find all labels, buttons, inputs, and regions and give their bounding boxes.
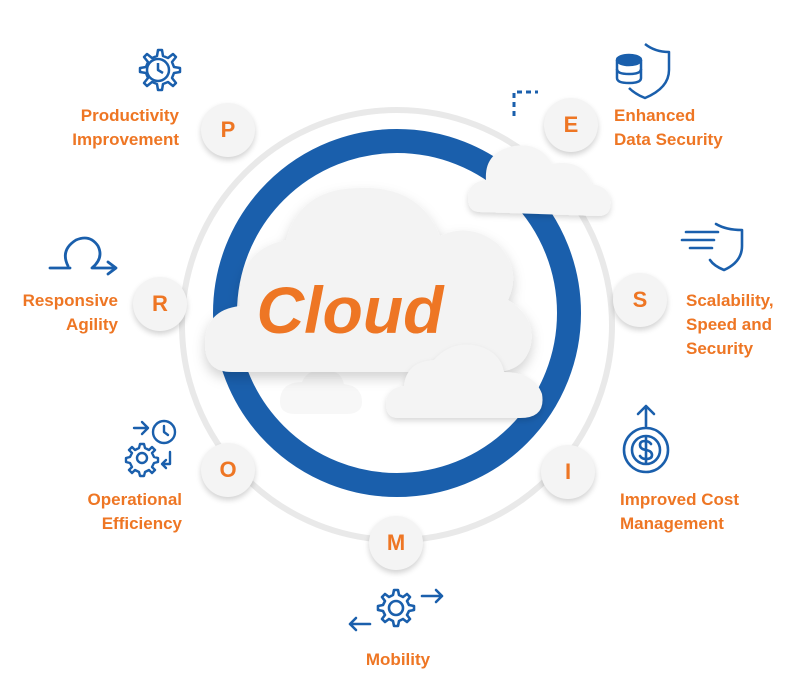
label-line: Speed and [686,315,772,334]
node-i: I [541,445,595,499]
node-m: M [369,516,423,570]
label-line: Data Security [614,130,723,149]
label-line: Operational [87,490,182,509]
fast-shield-icon [680,222,744,272]
label-operational-efficiency: Operational Efficiency [88,488,182,536]
label-line: Scalability, [686,291,774,310]
small-faint-cloud [280,371,362,414]
gears-clock-icon [124,419,177,478]
label-scalability-speed-security: Scalability, Speed and Security [686,289,774,361]
small-cloud-top-right [468,145,611,216]
label-line: Enhanced [614,106,696,125]
main-cloud [205,187,532,372]
label-line: Improvement [72,130,179,149]
label-line: Responsive [22,291,118,310]
label-line: Agility [66,315,118,334]
label-line: Mobility [365,650,431,669]
small-cloud-bottom-right [386,344,543,418]
gear-arrows-icon [348,588,444,632]
label-line: Management [620,514,724,533]
label-improved-cost-management: Improved Cost Management [620,488,739,536]
gear-clock-icon [138,48,182,92]
label-enhanced-data-security: Enhanced Data Security [614,104,723,152]
node-o: O [201,443,255,497]
center-title: Cloud [256,273,444,347]
loop-arrow-icon [48,236,118,276]
label-line: Efficiency [101,514,182,533]
dotted-arrow [512,90,538,116]
dollar-coin-icon [622,404,670,474]
node-p: P [201,103,255,157]
label-line: Improved Cost [620,490,740,509]
node-s: S [613,273,667,327]
label-line: Productivity [80,106,179,125]
node-e: E [544,98,598,152]
node-r: R [133,277,187,331]
label-mobility: Mobility [340,648,456,672]
label-productivity-improvement: Productivity Improvement [72,104,179,152]
label-line: Security [686,339,754,358]
shield-database-icon [615,43,671,100]
label-responsive-agility: Responsive Agility [23,289,118,337]
